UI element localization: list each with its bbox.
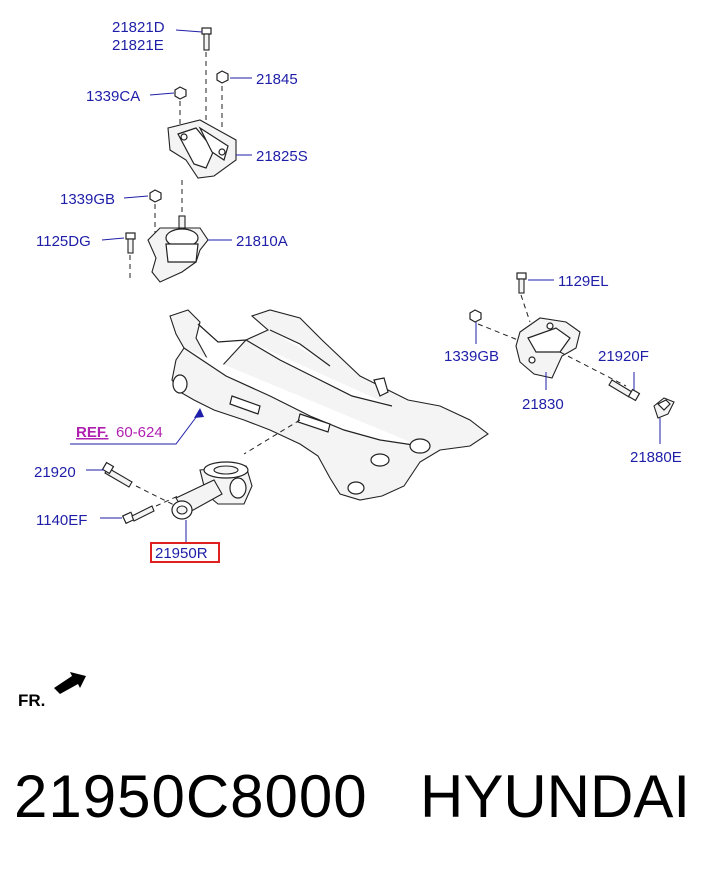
bolt-21920 (101, 461, 177, 507)
bracket-21825s (167, 119, 237, 179)
ref-arrowhead (194, 408, 204, 418)
label-21825s: 21825S (256, 148, 308, 165)
mount-21830 (515, 317, 627, 387)
caption-brand: HYUNDAI (420, 763, 691, 830)
label-1125dg: 1125DG (36, 233, 91, 250)
highlight-box-21950r (150, 542, 220, 563)
mount-21810a (147, 180, 209, 283)
label-1129el: 1129EL (558, 273, 609, 290)
leader-ref (70, 411, 201, 445)
nut-1339gb-top (149, 189, 162, 236)
label-1339gb-top: 1339GB (60, 191, 115, 208)
clip-21880e (653, 397, 675, 419)
caption-part-number: 21950C8000 (14, 763, 368, 830)
label-ref-number: 60-624 (116, 424, 163, 441)
label-21821d: 21821D (112, 19, 165, 36)
nut-21845 (216, 70, 229, 130)
roll-rod-21950r (171, 461, 253, 520)
bolt-1129el (516, 272, 531, 323)
leader-1339ca (149, 92, 175, 96)
nut-1339gb-right (469, 309, 519, 341)
label-21830: 21830 (522, 396, 564, 413)
leader-1339gb-top (123, 195, 149, 199)
front-label: FR. (18, 691, 45, 710)
front-arrow-icon (54, 672, 86, 694)
label-1140ef: 1140EF (36, 512, 87, 529)
label-1339gb-right: 1339GB (444, 348, 499, 365)
caption: 21950C8000 HYUNDAI (0, 762, 708, 842)
leader-1125dg (101, 237, 125, 241)
bolt-21821 (201, 27, 212, 120)
subframe-crossmember (169, 309, 489, 501)
label-ref-prefix: REF. (76, 424, 109, 441)
label-21920f: 21920F (598, 348, 649, 365)
label-21845: 21845 (256, 71, 298, 88)
label-21880e: 21880E (630, 449, 682, 466)
bolt-1125dg (125, 232, 136, 278)
label-21821e: 21821E (112, 37, 164, 54)
label-21810a: 21810A (236, 233, 288, 250)
nut-1339ca (174, 86, 187, 125)
bolt-1140ef (121, 495, 179, 525)
bolt-21920f (608, 379, 641, 402)
label-21950r: 21950R (155, 545, 208, 562)
label-1339ca: 1339CA (86, 88, 140, 105)
parts-diagram: 21821D 21821E 21845 1339CA 21825S 1339GB… (18, 19, 682, 710)
leader-21821 (175, 29, 203, 33)
label-21920: 21920 (34, 464, 76, 481)
